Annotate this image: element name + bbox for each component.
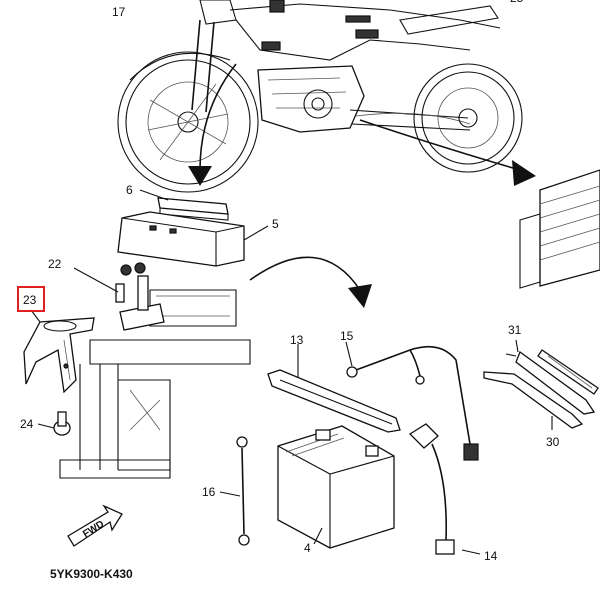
part-13-strap [267, 344, 401, 433]
callout-22: 22 [48, 257, 62, 271]
callout-16: 16 [202, 485, 216, 499]
frame-bracket-assembly [59, 262, 251, 479]
part-30-tie [483, 371, 584, 430]
part-4-battery [277, 425, 395, 549]
callout-24: 24 [20, 417, 34, 431]
part-15-lead [345, 341, 479, 461]
callout-5: 5 [272, 217, 279, 231]
callout-labels: 17 25 6 5 22 23 24 13 15 31 30 16 4 14 [17, 0, 560, 563]
callout-23-highlight-box [17, 286, 45, 312]
part-24-bolt [37, 411, 71, 436]
connector-right [537, 349, 599, 395]
callout-25: 25 [510, 0, 524, 5]
part-5-cover [117, 211, 269, 267]
pointer-arrows [188, 63, 536, 308]
callout-6: 6 [126, 183, 133, 197]
callout-14: 14 [484, 549, 498, 563]
callout-17: 17 [112, 5, 126, 19]
callout-13: 13 [290, 333, 304, 347]
callout-30: 30 [546, 435, 560, 449]
regulator-rectifier [519, 169, 600, 289]
callout-31: 31 [508, 323, 522, 337]
callout-23[interactable]: 23 [23, 293, 37, 307]
callout-15: 15 [340, 329, 354, 343]
motorcycle-illustration [117, 0, 523, 193]
part-23-bracket[interactable] [23, 309, 95, 394]
diagram-code: 5YK9300-K430 [50, 567, 133, 581]
callout-4: 4 [304, 541, 311, 555]
part-14-cable [408, 423, 481, 555]
fwd-arrow: FWD [67, 504, 123, 547]
part-6-pad [139, 189, 229, 221]
part-31-tie [505, 339, 596, 415]
part-16-lead [219, 436, 250, 546]
